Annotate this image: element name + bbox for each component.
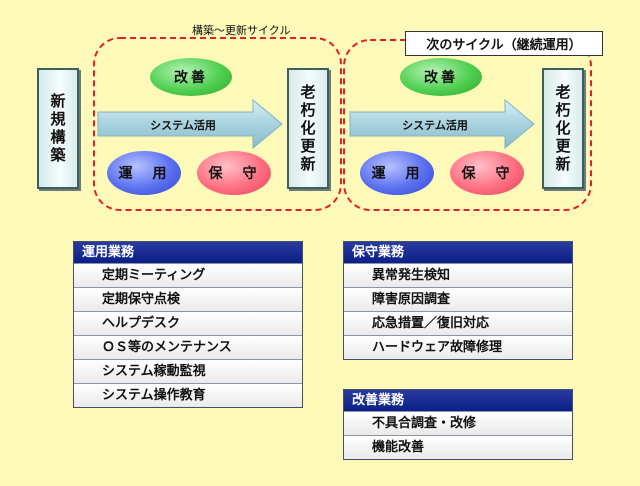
operations-panel-title: 運用業務 bbox=[74, 242, 302, 263]
cycle1-improve-oval: 改善 bbox=[150, 58, 232, 96]
improvement-panel-title: 改善業務 bbox=[344, 390, 572, 411]
cycle2-dashed-frame bbox=[343, 39, 592, 211]
operations-item: 定期保守点検 bbox=[74, 287, 302, 311]
cycle2-operate-oval: 運 用 bbox=[360, 151, 434, 195]
cycle1-arrow-label: システム活用 bbox=[150, 119, 216, 132]
cycle2-improve-label: 改善 bbox=[424, 70, 458, 86]
cycle2-renewal-label: 老朽化更新 bbox=[553, 83, 572, 174]
cycle2-renewal-box: 老朽化更新 bbox=[542, 68, 584, 189]
cycle2-operate-label: 運 用 bbox=[371, 166, 423, 182]
operations-panel: 運用業務 定期ミーティング 定期保守点検 ヘルプデスク ＯＳ等のメンテナンス シ… bbox=[73, 241, 303, 408]
cycle1-maintain-oval: 保 守 bbox=[197, 151, 271, 195]
maintenance-item: 異常発生検知 bbox=[344, 263, 572, 287]
cycle1-dashed-frame bbox=[93, 37, 342, 211]
maintenance-item: 応急措置／復旧対応 bbox=[344, 311, 572, 335]
maintenance-item: 障害原因調査 bbox=[344, 287, 572, 311]
operations-item: 定期ミーティング bbox=[74, 263, 302, 287]
maintenance-item: ハードウェア故障修理 bbox=[344, 335, 572, 359]
cycle1-maintain-label: 保 守 bbox=[208, 166, 260, 182]
maintenance-panel: 保守業務 異常発生検知 障害原因調査 応急措置／復旧対応 ハードウェア故障修理 bbox=[343, 241, 573, 360]
cycle1-improve-label: 改善 bbox=[174, 70, 208, 86]
operations-item: ヘルプデスク bbox=[74, 311, 302, 335]
operations-item: システム操作教育 bbox=[74, 383, 302, 407]
cycle2-improve-oval: 改善 bbox=[400, 58, 482, 96]
cycle2-maintain-label: 保 守 bbox=[461, 166, 513, 182]
maintenance-panel-title: 保守業務 bbox=[344, 242, 572, 263]
cycle1-renewal-label: 老朽化更新 bbox=[298, 83, 317, 174]
cycle1-operate-label: 運 用 bbox=[118, 166, 170, 182]
cycle2-arrow bbox=[349, 98, 535, 150]
improvement-item: 機能改善 bbox=[344, 435, 572, 459]
improvement-panel: 改善業務 不具合調査・改修 機能改善 bbox=[343, 389, 573, 460]
improvement-item: 不具合調査・改修 bbox=[344, 411, 572, 435]
operations-item: システム稼動監視 bbox=[74, 359, 302, 383]
cycle1-caption: 構築〜更新サイクル bbox=[192, 24, 291, 37]
cycle1-renewal-box: 老朽化更新 bbox=[287, 68, 329, 189]
new-build-box: 新規構築 bbox=[37, 68, 79, 189]
new-build-label: 新規構築 bbox=[48, 92, 67, 165]
cycle2-maintain-oval: 保 守 bbox=[450, 151, 524, 195]
cycle2-caption: 次のサイクル（継続運用） bbox=[405, 31, 603, 56]
cycle1-operate-oval: 運 用 bbox=[107, 151, 181, 195]
cycle1-arrow bbox=[97, 98, 283, 150]
cycle2-arrow-label: システム活用 bbox=[402, 119, 468, 132]
operations-item: ＯＳ等のメンテナンス bbox=[74, 335, 302, 359]
